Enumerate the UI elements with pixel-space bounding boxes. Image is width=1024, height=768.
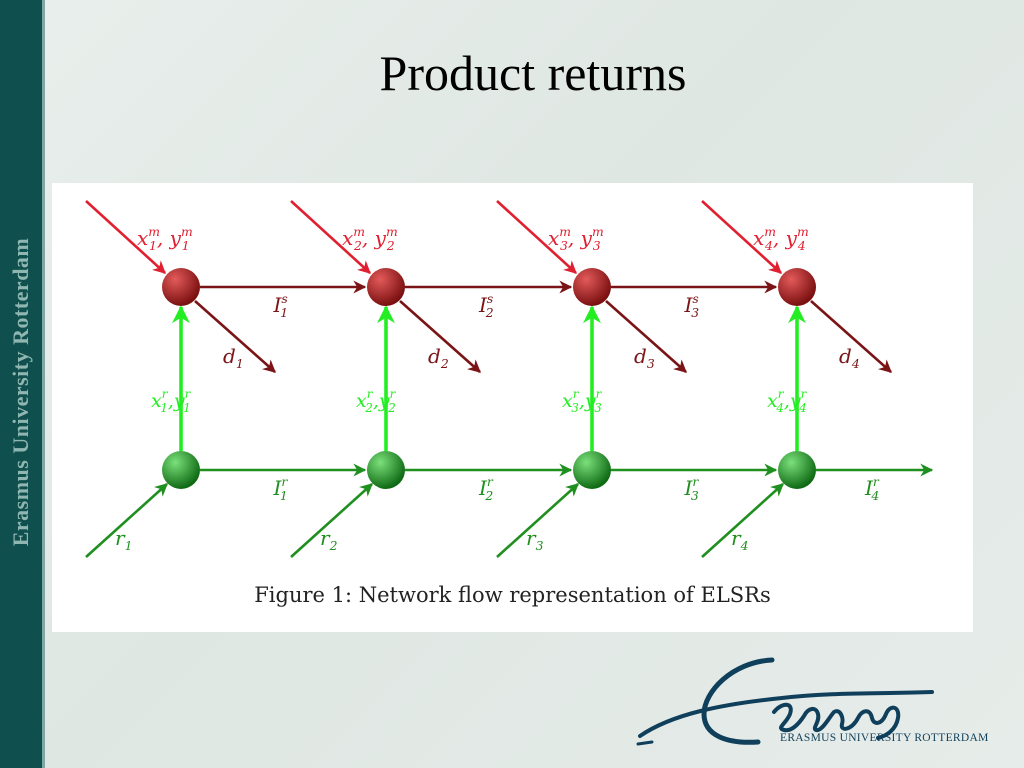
demand-label: d3 xyxy=(634,344,655,371)
demand-arrow xyxy=(605,300,687,373)
returns-arrow xyxy=(290,483,373,558)
returns-label: r2 xyxy=(320,526,338,553)
demand-arrow xyxy=(194,300,276,373)
sidebar-band: Erasmus University Rotterdam xyxy=(0,0,45,768)
serviceable-node xyxy=(778,268,816,306)
serviceable-node xyxy=(162,268,200,306)
slide-title: Product returns xyxy=(379,45,687,101)
demand-label: d4 xyxy=(839,344,860,371)
serviceable-node xyxy=(367,268,405,306)
sidebar-university-name: Erasmus University Rotterdam xyxy=(8,237,33,547)
demand-label: d1 xyxy=(223,344,244,371)
serviceable-node xyxy=(573,268,611,306)
returns-node xyxy=(162,451,200,489)
manufacturing-arrow xyxy=(290,200,371,274)
returns-arrow xyxy=(85,483,168,558)
returns-arrow xyxy=(701,483,784,558)
returns-node xyxy=(367,451,405,489)
returns-arrow xyxy=(496,483,579,558)
demand-arrow xyxy=(399,300,481,373)
demand-arrow xyxy=(810,300,892,373)
manufacturing-arrow xyxy=(85,200,166,274)
erasmus-signature-icon xyxy=(636,657,934,746)
returns-node xyxy=(778,451,816,489)
returns-label: r4 xyxy=(731,526,748,553)
figure-caption: Figure 1: Network flow representation of… xyxy=(254,583,771,607)
returns-label: r1 xyxy=(115,526,132,553)
logo-wordmark: ERASMUS UNIVERSITY ROTTERDAM xyxy=(780,732,989,744)
manufacturing-arrow xyxy=(701,200,782,274)
manufacturing-arrow xyxy=(496,200,577,274)
returns-node xyxy=(573,451,611,489)
demand-label: d2 xyxy=(428,344,449,371)
returns-label: r3 xyxy=(526,526,544,553)
